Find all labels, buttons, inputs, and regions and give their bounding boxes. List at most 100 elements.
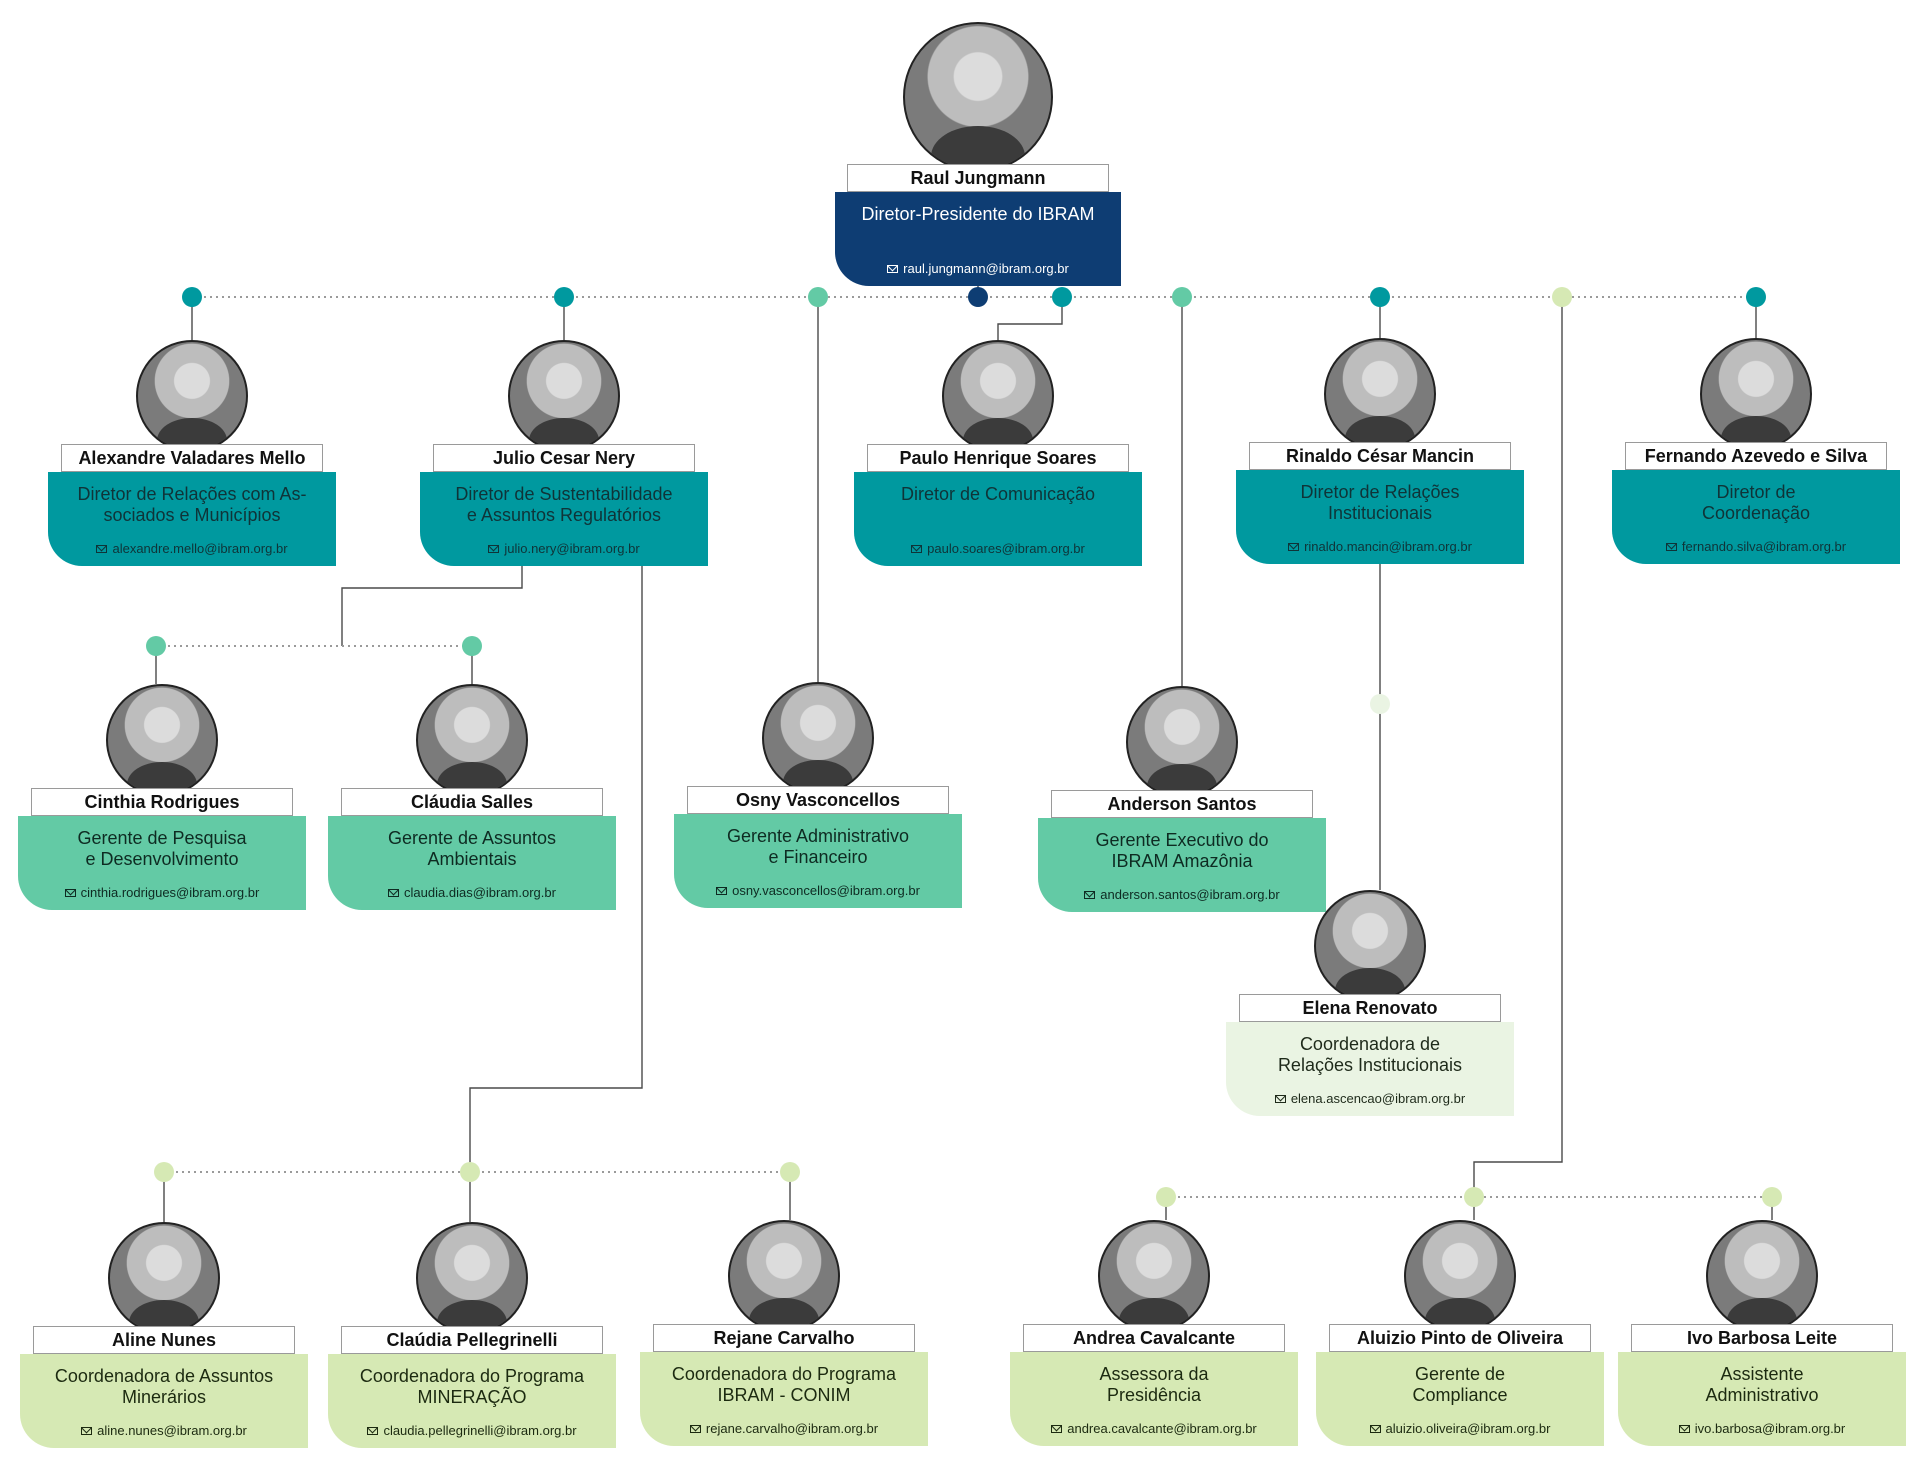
name-ivo: Ivo Barbosa Leite [1631, 1324, 1893, 1352]
dot-aline [154, 1162, 174, 1182]
title-osny: Gerente Administrativo e Financeiro [726, 826, 910, 867]
avatar-elena [1314, 890, 1426, 1002]
email-text-julio: julio.nery@ibram.org.br [504, 541, 640, 556]
card-aline: Coordenadora de Assuntos Minerários aline… [20, 1354, 308, 1448]
name-aluizio: Aluizio Pinto de Oliveira [1329, 1324, 1591, 1352]
card-ivo: Assistente Administrativo ivo.barbosa@ibr… [1618, 1352, 1906, 1446]
title-julio: Diretor de Sustentabilidade e Assuntos R… [455, 484, 673, 525]
name-fernando: Fernando Azevedo e Silva [1625, 442, 1887, 470]
dot-claudia-p [460, 1162, 480, 1182]
email-text-cinthia: cinthia.rodrigues@ibram.org.br [80, 885, 260, 900]
dot-president [968, 287, 988, 307]
title-claudia_s: Gerente de Assuntos Ambientais [387, 828, 557, 869]
email-cinthia[interactable]: cinthia.rodrigues@ibram.org.br [64, 885, 260, 900]
name-alexandre: Alexandre Valadares Mello [61, 444, 323, 472]
title-ivo: Assistente Administrativo [1705, 1364, 1819, 1405]
email-fernando[interactable]: fernando.silva@ibram.org.br [1665, 539, 1847, 554]
card-aluizio: Gerente de Compliance aluizio.oliveira@ib… [1316, 1352, 1604, 1446]
dot-aluizio [1464, 1187, 1484, 1207]
envelope-icon [96, 544, 108, 553]
title-aluizio: Gerente de Compliance [1412, 1364, 1508, 1405]
name-claudia_p: Claúdia Pellegrinelli [341, 1326, 603, 1354]
avatar-claudia_s [416, 684, 528, 796]
name-andrea: Andrea Cavalcante [1023, 1324, 1285, 1352]
dot-claudia-s [462, 636, 482, 656]
avatar-cinthia [106, 684, 218, 796]
avatar-anderson [1126, 686, 1238, 798]
name-raul: Raul Jungmann [847, 164, 1109, 192]
card-julio: Diretor de Sustentabilidade e Assuntos R… [420, 472, 708, 566]
name-paulo: Paulo Henrique Soares [867, 444, 1129, 472]
dot-julio [554, 287, 574, 307]
name-aline: Aline Nunes [33, 1326, 295, 1354]
card-rinaldo: Diretor de Relações Institucionais rinald… [1236, 470, 1524, 564]
card-alexandre: Diretor de Relações com As- sociados e M… [48, 472, 336, 566]
email-elena[interactable]: elena.ascencao@ibram.org.br [1274, 1091, 1466, 1106]
email-raul[interactable]: raul.jungmann@ibram.org.br [887, 261, 1069, 276]
card-elena: Coordenadora de Relações Institucionais e… [1226, 1022, 1514, 1116]
line-presidency-staff [1473, 297, 1563, 1197]
card-anderson: Gerente Executivo do IBRAM Amazônia ander… [1038, 818, 1326, 912]
email-aline[interactable]: aline.nunes@ibram.org.br [81, 1423, 247, 1438]
email-text-andrea: andrea.cavalcante@ibram.org.br [1067, 1421, 1257, 1436]
email-text-elena: elena.ascencao@ibram.org.br [1290, 1091, 1466, 1106]
envelope-icon [388, 888, 400, 897]
email-rejane[interactable]: rejane.carvalho@ibram.org.br [689, 1421, 878, 1436]
dot-andrea [1156, 1187, 1176, 1207]
name-osny: Osny Vasconcellos [687, 786, 949, 814]
avatar-claudia_p [416, 1222, 528, 1334]
envelope-icon [64, 888, 76, 897]
title-anderson: Gerente Executivo do IBRAM Amazônia [1095, 830, 1269, 871]
email-claudia_p[interactable]: claudia.pellegrinelli@ibram.org.br [367, 1423, 577, 1438]
email-rinaldo[interactable]: rinaldo.mancin@ibram.org.br [1288, 539, 1472, 554]
envelope-icon [887, 264, 899, 273]
email-claudia_s[interactable]: claudia.dias@ibram.org.br [388, 885, 556, 900]
title-paulo: Diretor de Comunicação [900, 484, 1096, 504]
card-claudia_s: Gerente de Assuntos Ambientais claudia.di… [328, 816, 616, 910]
title-aline: Coordenadora de Assuntos Minerários [54, 1366, 274, 1407]
card-paulo: Diretor de Comunicação paulo.soares@ibram… [854, 472, 1142, 566]
avatar-julio [508, 340, 620, 452]
email-ivo[interactable]: ivo.barbosa@ibram.org.br [1678, 1421, 1845, 1436]
dot-paulo [1052, 287, 1072, 307]
email-text-alexandre: alexandre.mello@ibram.org.br [112, 541, 288, 556]
title-elena: Coordenadora de Relações Institucionais [1277, 1034, 1463, 1075]
dot-alexandre [182, 287, 202, 307]
avatar-aluizio [1404, 1220, 1516, 1332]
email-paulo[interactable]: paulo.soares@ibram.org.br [911, 541, 1085, 556]
envelope-icon [1274, 1094, 1286, 1103]
email-text-claudia_p: claudia.pellegrinelli@ibram.org.br [383, 1423, 577, 1438]
email-anderson[interactable]: anderson.santos@ibram.org.br [1084, 887, 1280, 902]
title-rinaldo: Diretor de Relações Institucionais [1300, 482, 1460, 523]
envelope-icon [1665, 542, 1677, 551]
title-alexandre: Diretor de Relações com As- sociados e M… [77, 484, 307, 525]
line-paulo [997, 297, 1063, 340]
title-andrea: Assessora da Presidência [1099, 1364, 1209, 1405]
dot-osny [808, 287, 828, 307]
email-osny[interactable]: osny.vasconcellos@ibram.org.br [716, 883, 920, 898]
email-text-anderson: anderson.santos@ibram.org.br [1100, 887, 1280, 902]
email-andrea[interactable]: andrea.cavalcante@ibram.org.br [1051, 1421, 1257, 1436]
avatar-raul [903, 22, 1053, 172]
envelope-icon [716, 886, 728, 895]
dot-ivo [1762, 1187, 1782, 1207]
email-text-fernando: fernando.silva@ibram.org.br [1681, 539, 1847, 554]
name-cinthia: Cinthia Rodrigues [31, 788, 293, 816]
avatar-aline [108, 1222, 220, 1334]
avatar-paulo [942, 340, 1054, 452]
envelope-icon [81, 1426, 93, 1435]
envelope-icon [689, 1424, 701, 1433]
envelope-icon [911, 544, 923, 553]
email-alexandre[interactable]: alexandre.mello@ibram.org.br [96, 541, 288, 556]
avatar-ivo [1706, 1220, 1818, 1332]
email-aluizio[interactable]: aluizio.oliveira@ibram.org.br [1369, 1421, 1550, 1436]
avatar-alexandre [136, 340, 248, 452]
dot-anderson [1172, 287, 1192, 307]
name-rinaldo: Rinaldo César Mancin [1249, 442, 1511, 470]
email-julio[interactable]: julio.nery@ibram.org.br [488, 541, 640, 556]
line-julio-coordinators [469, 560, 643, 1172]
